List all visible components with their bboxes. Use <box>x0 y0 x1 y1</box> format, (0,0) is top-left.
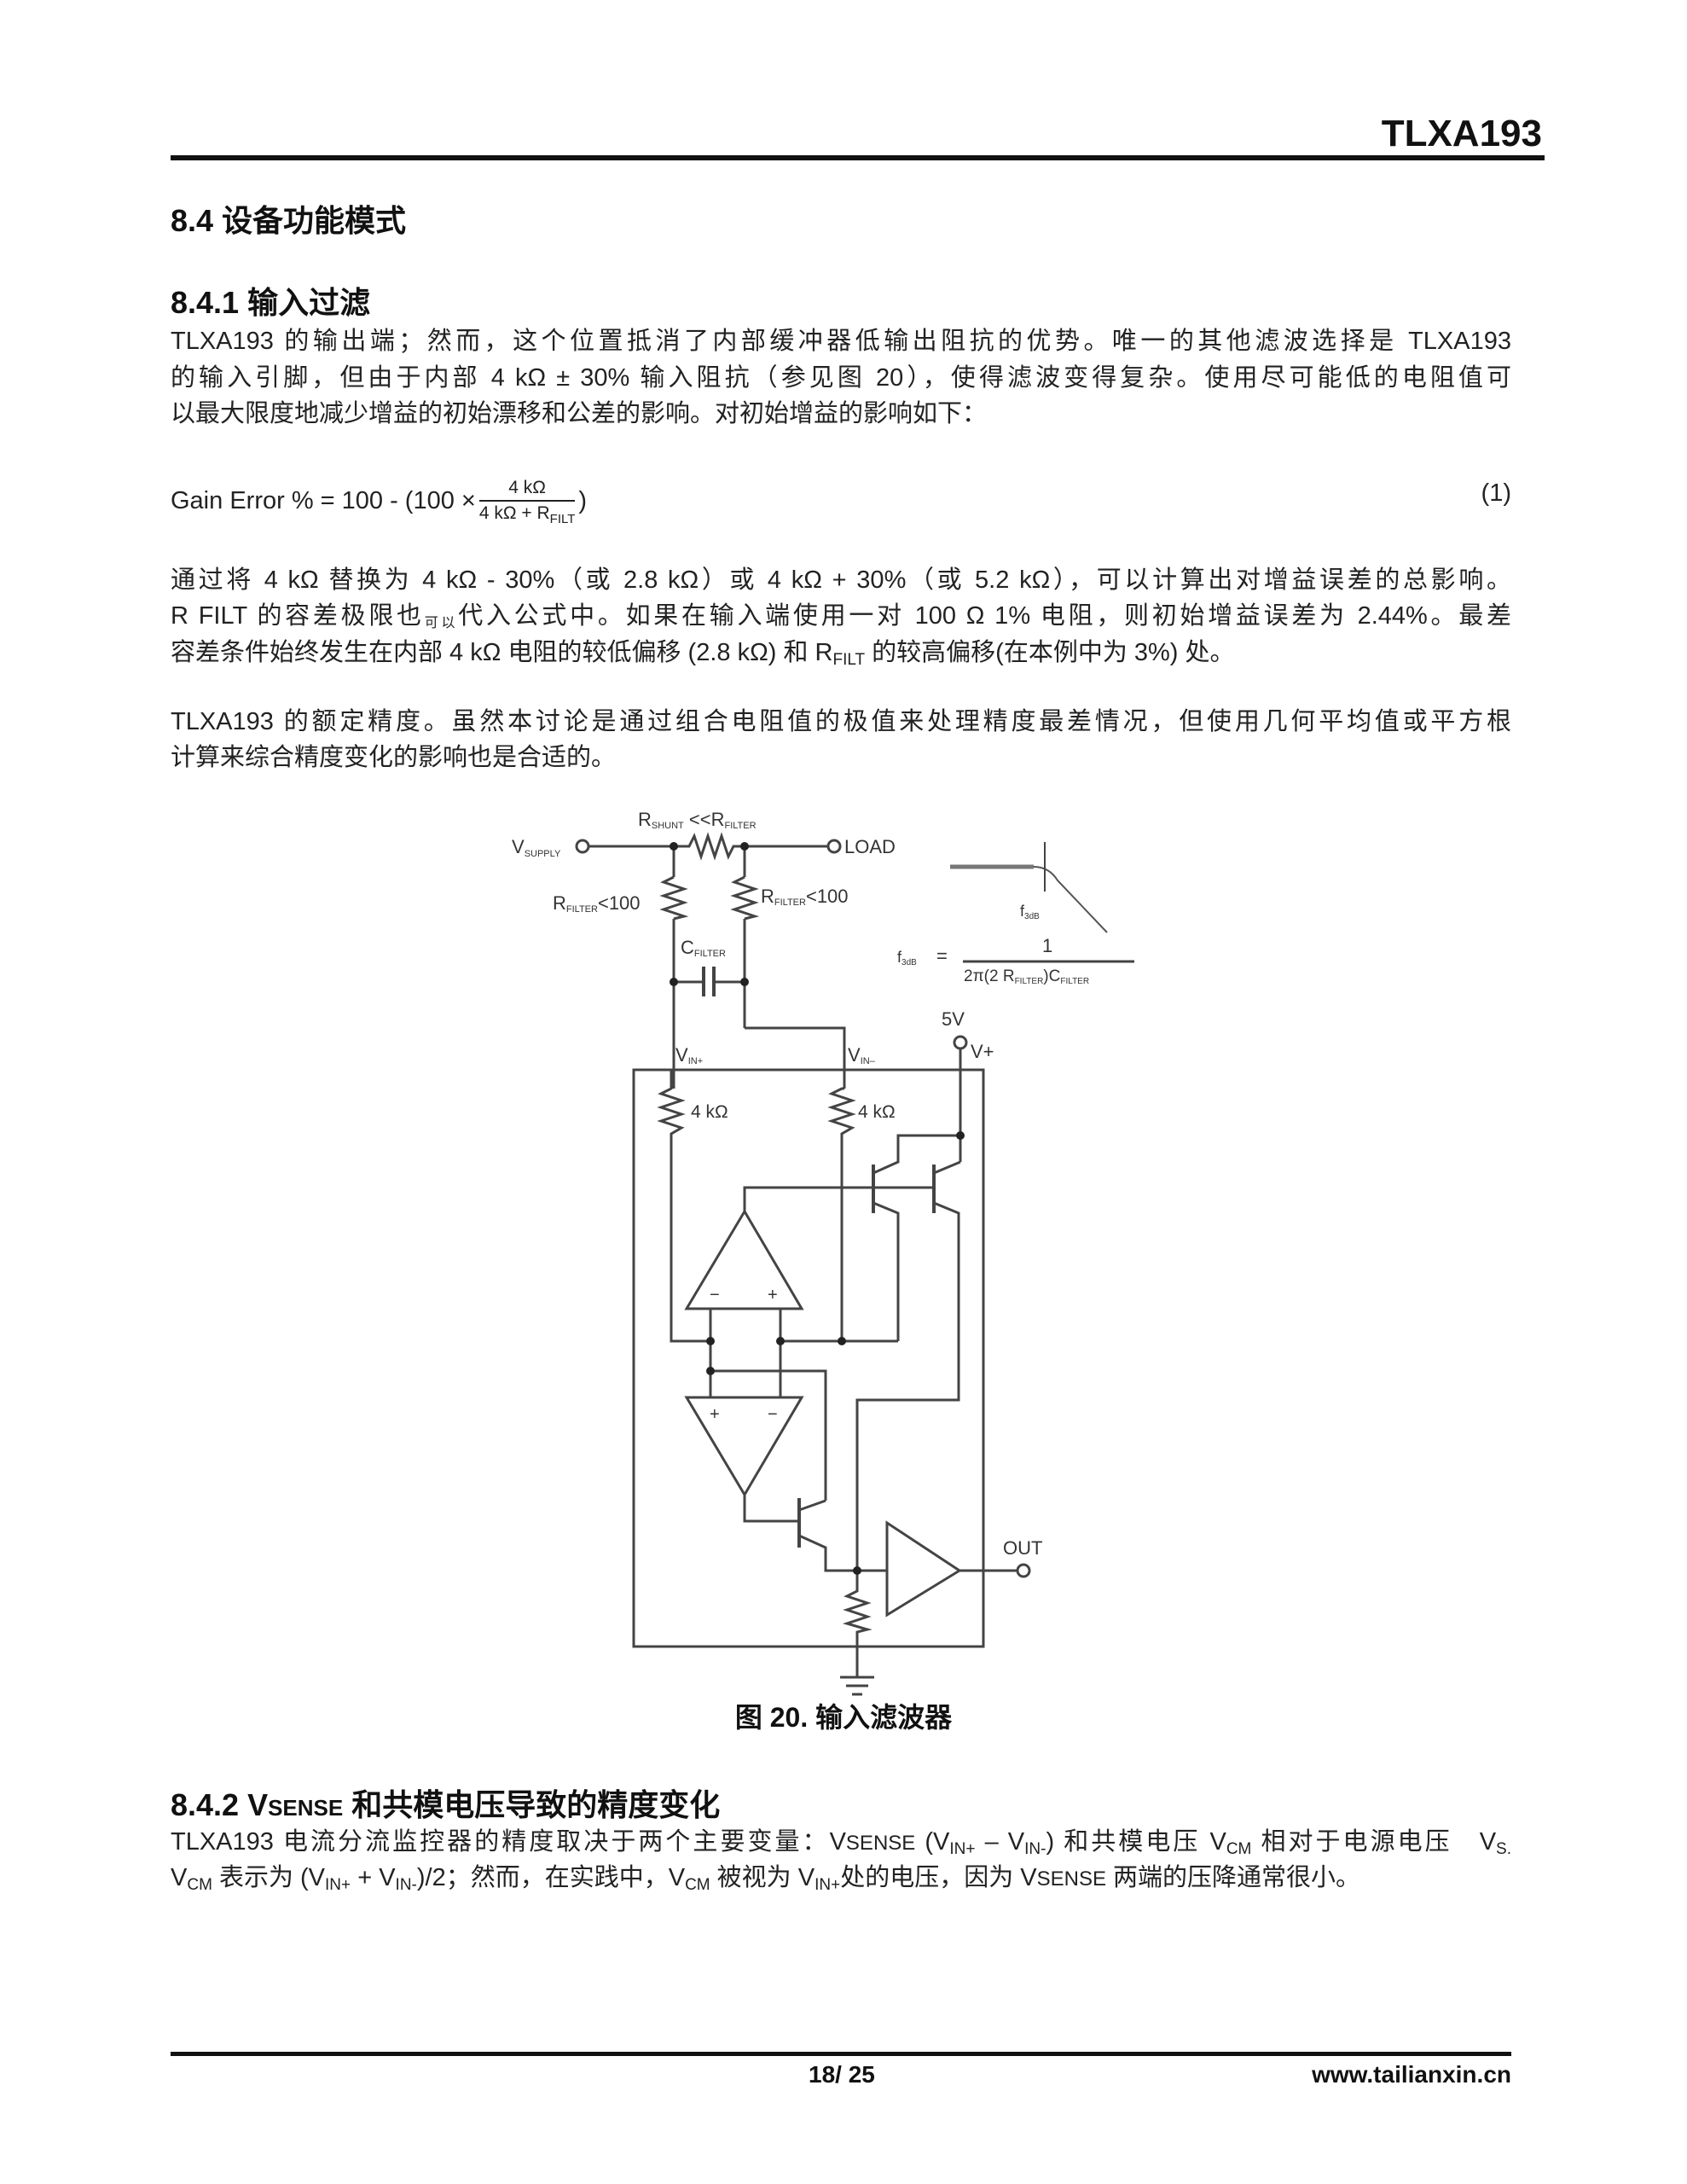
text-segment: (V <box>915 1828 950 1856</box>
shunt-resistor <box>674 832 745 861</box>
paragraph-line: TLXA193 的输出端；然而，这个位置抵消了内部缓冲器低输出阻抗的优势。唯一的… <box>171 328 1511 355</box>
text-segment: S. <box>1496 1840 1511 1858</box>
text-segment: 的较高偏移(在本例中为 3%) 处。 <box>865 639 1235 666</box>
opamp1-minus: − <box>710 1286 720 1304</box>
equation-lhs: Gain Error % = 100 - (100 × <box>171 487 476 515</box>
text-segment: 容差条件始终发生在内部 4 kΩ 电阻的较低偏移 (2.8 kΩ) 和 R <box>171 639 833 666</box>
equation-numerator: 4 kΩ <box>478 478 576 502</box>
text-segment: 相对于电源电压 V <box>1251 1828 1497 1856</box>
text-segment: CM <box>187 1876 212 1894</box>
heading-text: 8.4.2 V <box>171 1787 269 1822</box>
text-segment: IN+ <box>949 1840 976 1858</box>
out-label: OUT <box>1003 1537 1042 1559</box>
paragraph-line: 通过将 4 kΩ 替换为 4 kΩ - 30%（或 2.8 kΩ）或 4 kΩ … <box>171 566 1511 595</box>
section-heading-8-4: 8.4 设备功能模式 <box>171 203 407 238</box>
opamp1-plus: + <box>768 1286 778 1304</box>
text-segment: FILT <box>832 651 866 669</box>
text-segment: IN+ <box>325 1876 351 1894</box>
paragraph-line: 计算来综合精度变化的影响也是合适的。 <box>171 744 617 771</box>
load-terminal <box>826 839 842 854</box>
f3db-formula-lhs: f3dB <box>897 949 917 967</box>
text-segment: )/2；然而，在实践中，V <box>416 1864 686 1891</box>
text-segment: 可以 <box>424 616 459 630</box>
text-segment: SENSE <box>845 1832 916 1855</box>
text-segment: 通过将 4 kΩ 替换为 4 kΩ - 30%（或 2.8 kΩ）或 4 kΩ … <box>171 566 1511 594</box>
text-segment: – V <box>975 1828 1025 1856</box>
out-terminal <box>1016 1563 1031 1578</box>
f3db-label: f3dB <box>1020 903 1040 921</box>
paragraph-line: 容差条件始终发生在内部 4 kΩ 电阻的较低偏移 (2.8 kΩ) 和 RFIL… <box>171 638 1511 675</box>
paragraph-line: VCM 表示为 (VIN+ + VIN-)/2；然而，在实践中，VCM 被视为 … <box>171 1863 1511 1900</box>
paragraph-line: R FILT 的容差极限也可以代入公式中。如果在输入端使用一对 100 Ω 1%… <box>171 601 1511 638</box>
text-segment: IN- <box>395 1876 417 1894</box>
footer-rule <box>171 2052 1511 2056</box>
ic-package-outline <box>632 1068 985 1648</box>
section-heading-8-4-1: 8.4.1 输入过滤 <box>171 285 371 320</box>
paragraph-line: TLXA193 电流分流监控器的精度取决于两个主要变量：VSENSE (VIN+… <box>171 1827 1511 1864</box>
text-segment: 被视为 V <box>710 1864 815 1891</box>
internal-resistor-1-label: 4 kΩ <box>691 1102 728 1122</box>
text-segment: SENSE <box>1036 1867 1106 1891</box>
text-segment: V <box>171 1864 188 1891</box>
section-heading-8-4-2: 8.4.2 VSENSE 和共模电压导致的精度变化 <box>171 1780 720 1825</box>
formula-equals: = <box>936 945 948 967</box>
page-number: 18/ 25 <box>809 2061 875 2088</box>
figure-caption: 图 20. 输入滤波器 <box>734 1702 953 1733</box>
denominator-sub: FILT <box>549 512 576 526</box>
text-segment: 表示为 (V <box>212 1864 326 1891</box>
rfilter-left-label: RFILTER<100 <box>553 892 641 915</box>
op-amp-1 <box>684 1209 804 1310</box>
internal-resistor-2-label: 4 kΩ <box>858 1102 896 1122</box>
rshunt-label: RSHUNT <<RFILTER <box>638 809 757 831</box>
equation-number: (1) <box>1481 479 1511 507</box>
text-segment: R FILT 的容差极限也 <box>171 602 425 630</box>
text-segment: CM <box>1226 1840 1252 1858</box>
opamp2-minus: − <box>768 1405 778 1424</box>
rfilter-right-label: RFILTER<100 <box>761 886 849 908</box>
vsupply-terminal <box>575 839 590 854</box>
text-segment: 代入公式中。如果在输入端使用一对 100 Ω 1% 电阻，则初始增益误差为 2.… <box>458 602 1511 630</box>
text-segment: + V <box>351 1864 396 1891</box>
vin-minus-label: VIN– <box>848 1044 876 1066</box>
text-segment: IN- <box>1024 1840 1046 1858</box>
text-segment: TLXA193 电流分流监控器的精度取决于两个主要变量：V <box>171 1828 846 1856</box>
opamp2-plus: + <box>710 1405 720 1424</box>
op-amp-2 <box>684 1396 804 1497</box>
heading-text: 和共模电压导致的精度变化 <box>343 1787 721 1822</box>
footer-url[interactable]: www.tailianxin.cn <box>1312 2061 1511 2088</box>
paragraph-line: TLXA193 的额定精度。虽然本讨论是通过组合电阻值的极值来处理精度最差情况，… <box>171 708 1511 735</box>
equation-close: ) <box>578 487 588 515</box>
filter-resistor-right <box>730 875 760 921</box>
heading-smallcaps: SENSE <box>268 1795 344 1821</box>
denominator-text: 4 kΩ + R <box>478 503 550 523</box>
cfilter-label: CFILTER <box>681 937 726 959</box>
equation-denominator: 4 kΩ + RFILT <box>479 502 576 526</box>
load-label: LOAD <box>844 836 896 857</box>
document-title: TLXA193 <box>1381 113 1542 154</box>
vin-plus-label: VIN+ <box>675 1044 703 1066</box>
output-buffer <box>885 1520 962 1618</box>
formula-numerator: 1 <box>1042 935 1052 956</box>
filter-resistor-left <box>659 875 689 921</box>
vplus-label: V+ <box>971 1041 994 1062</box>
formula-denominator: 2π(2 RFILTER)CFILTER <box>964 967 1089 986</box>
paragraph-line: 的输入引脚，但由于内部 4 kΩ ± 30% 输入阻抗（参见图 20），使得滤波… <box>171 364 1511 392</box>
text-segment: 处的电压，因为 V <box>840 1864 1037 1891</box>
text-segment: 两端的压降通常很小。 <box>1105 1864 1361 1891</box>
text-segment: CM <box>685 1876 710 1894</box>
vsupply-label: VSUPPLY <box>512 836 561 859</box>
text-segment: IN+ <box>815 1876 841 1894</box>
paragraph-line: 以最大限度地减少增益的初始漂移和公差的影响。对初始增益的影响如下： <box>171 400 988 427</box>
supply-5v-label: 5V <box>942 1008 965 1030</box>
text-segment: ) 和共模电压 V <box>1046 1828 1226 1856</box>
header-rule <box>171 155 1545 160</box>
